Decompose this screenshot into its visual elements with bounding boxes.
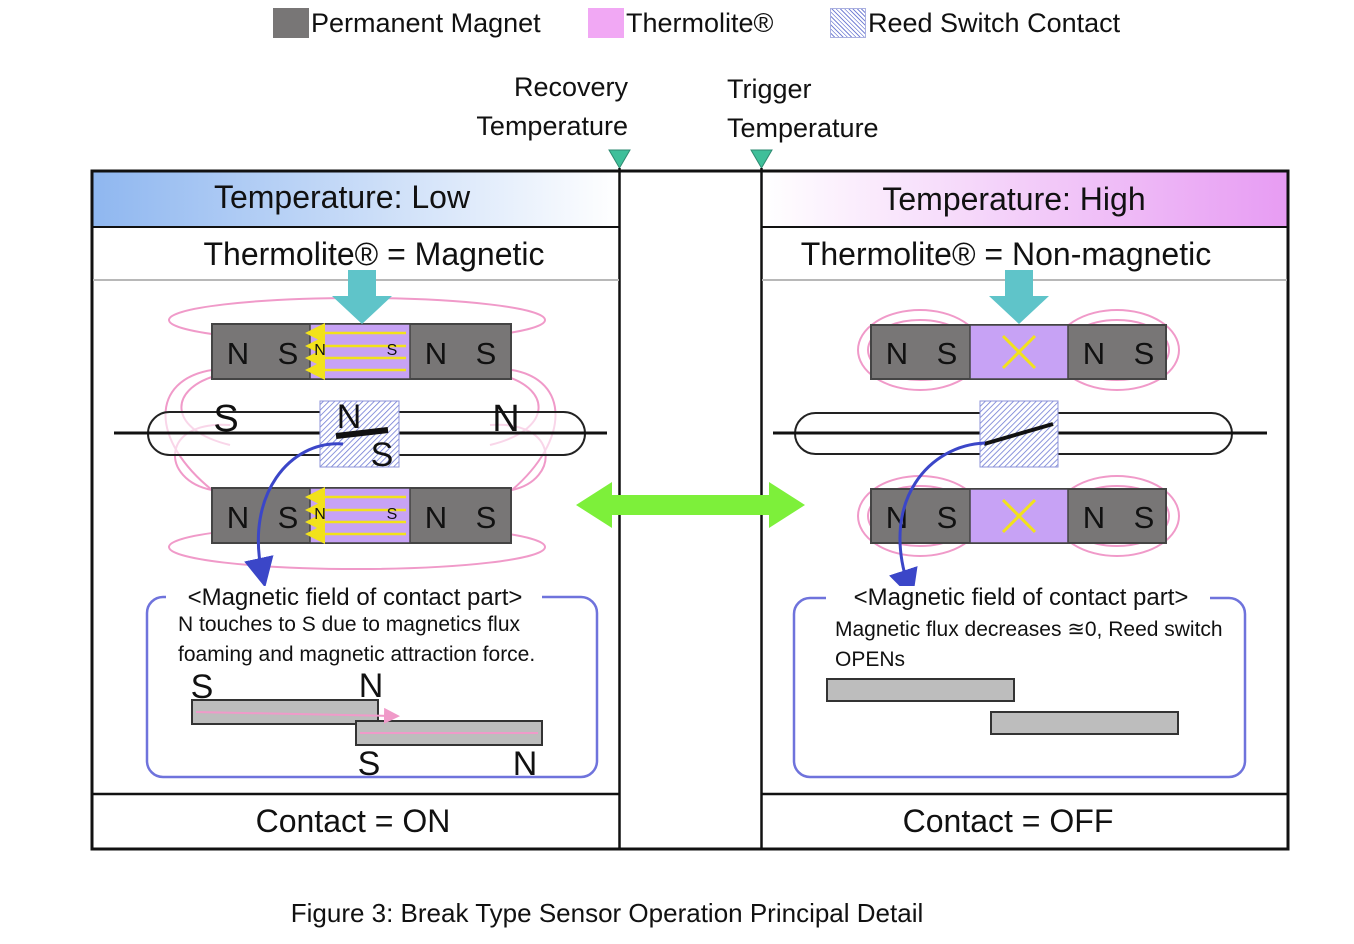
legend-label: Permanent Magnet — [311, 7, 541, 38]
low-pressure-arrow-icon — [332, 270, 392, 324]
magnet-pole-n: N — [886, 336, 908, 371]
low-header-band — [93, 171, 619, 226]
contact-pole-upper-right: N — [359, 667, 384, 705]
high-header-title: Temperature: High — [882, 181, 1145, 217]
trigger-marker-icon — [750, 149, 773, 169]
low-reed-switch: S N S N — [114, 398, 607, 474]
transition-double-arrow-icon — [576, 482, 805, 528]
magnet-pole-s: S — [278, 336, 299, 371]
magnet-pole-n: N — [1083, 500, 1105, 535]
magnet-pole-s: S — [476, 500, 497, 535]
reed-swatch-icon — [830, 8, 866, 38]
thermolite-pole-s: S — [387, 342, 398, 359]
contact-pole-lower-left: S — [358, 745, 381, 783]
low-box-line1: N touches to S due to magnetics flux — [178, 613, 521, 636]
low-state-text: Thermolite® = Magnetic — [203, 236, 544, 272]
trigger-label-line: Temperature — [727, 113, 879, 143]
high-contact-blades — [826, 678, 1179, 735]
magnet-pole-s: S — [937, 336, 958, 371]
reed-pole-right: N — [492, 398, 519, 440]
magnet-pole-n: N — [227, 500, 249, 535]
trigger-temperature-label: Trigger Temperature — [727, 70, 967, 148]
trigger-label-line: Trigger — [727, 74, 812, 104]
low-field-arrow-icon — [244, 442, 344, 588]
diagram-frame — [90, 169, 1290, 851]
low-box-title: <Magnetic field of contact part> — [188, 584, 523, 611]
high-reed-switch — [773, 400, 1267, 468]
magnet-pole-s: S — [1134, 500, 1155, 535]
figure-caption: Figure 3: Break Type Sensor Operation Pr… — [290, 898, 924, 928]
thermolite-swatch-icon — [588, 8, 624, 38]
contact-pole-upper-left: S — [191, 668, 214, 706]
legend-thermolite: Thermolite® — [588, 6, 773, 40]
low-lower-magnet: N S N S N S — [211, 487, 512, 544]
high-box-line2: OPENs — [835, 648, 905, 671]
recovery-marker-icon — [608, 149, 631, 169]
reed-pole-center-s: S — [371, 436, 394, 474]
high-lower-magnet: N S N S — [870, 488, 1167, 544]
low-upper-magnet: N S N S N S — [211, 323, 512, 380]
low-box-line2: foaming and magnetic attraction force. — [178, 643, 535, 666]
high-pressure-arrow-icon — [989, 270, 1049, 324]
high-result-text: Contact = OFF — [903, 803, 1114, 839]
magnet-pole-s: S — [278, 500, 299, 535]
low-header-title: Temperature: Low — [214, 179, 471, 215]
high-box-line1: Magnetic flux decreases ≊0, Reed switch — [835, 618, 1223, 641]
magnet-pole-n: N — [425, 336, 447, 371]
high-box-title: <Magnetic field of contact part> — [854, 584, 1189, 611]
magnet-pole-s: S — [476, 336, 497, 371]
magnet-pole-n: N — [425, 500, 447, 535]
box-title-mask — [826, 586, 1210, 608]
legend-label: Thermolite® — [626, 7, 774, 38]
magnet-swatch-icon — [273, 8, 309, 38]
recovery-label-line: Recovery — [513, 72, 628, 102]
low-contact-blades: S N S N — [191, 667, 543, 783]
recovery-label-line: Temperature — [476, 111, 628, 141]
thermolite-pole-n: N — [314, 506, 326, 523]
reed-pole-center-n: N — [337, 398, 362, 436]
recovery-temperature-label: Recovery Temperature — [400, 68, 628, 146]
magnet-pole-n: N — [227, 336, 249, 371]
high-upper-magnet: N S N S — [870, 324, 1167, 380]
contact-pole-lower-right: N — [513, 745, 538, 783]
magnet-pole-s: S — [937, 500, 958, 535]
thermolite-pole-n: N — [314, 342, 326, 359]
legend-label: Reed Switch Contact — [868, 7, 1121, 38]
high-state-text: Thermolite® = Non-magnetic — [801, 236, 1211, 272]
high-field-arrow-icon — [889, 441, 986, 600]
magnet-pole-n: N — [1083, 336, 1105, 371]
reed-pole-left: S — [213, 398, 238, 440]
magnet-pole-s: S — [1134, 336, 1155, 371]
legend-permanent-magnet: Permanent Magnet — [273, 6, 541, 40]
high-header-band — [762, 171, 1287, 226]
thermolite-pole-s: S — [387, 506, 398, 523]
low-result-text: Contact = ON — [256, 803, 451, 839]
legend-reed-switch: Reed Switch Contact — [830, 6, 1120, 40]
box-title-mask — [166, 586, 542, 608]
